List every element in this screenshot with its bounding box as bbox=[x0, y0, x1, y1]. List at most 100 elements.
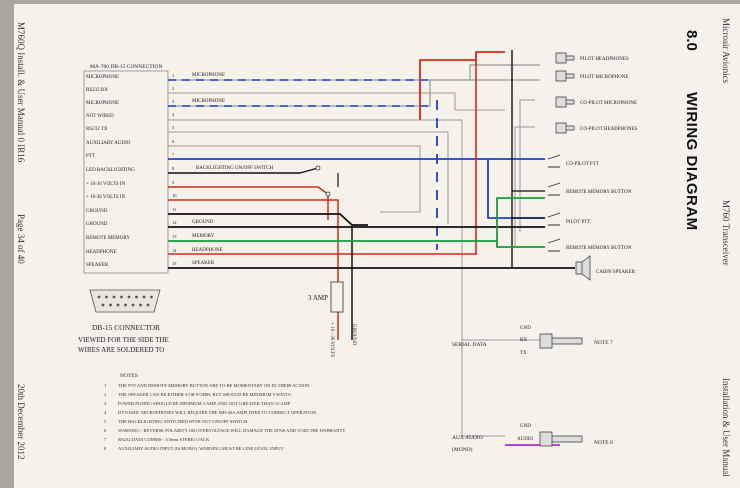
copilot-headphones-icon bbox=[555, 122, 575, 134]
pin-label: MICROPHONE bbox=[86, 101, 119, 106]
note-number: 2 bbox=[104, 392, 107, 397]
pin-number: 13 bbox=[172, 234, 177, 239]
aux-mono-label: (MONO) bbox=[452, 446, 473, 453]
db15-pin bbox=[101, 303, 105, 307]
wire-label: MEMORY bbox=[192, 234, 215, 239]
volts-wire bbox=[168, 186, 329, 220]
db15-note-2: WIRES ARE SOLDERED TO bbox=[78, 346, 164, 354]
copilot-microphone-label: CO-PILOT MICROPHONE bbox=[580, 101, 637, 106]
db15-pin bbox=[116, 303, 120, 307]
wire-label: BACKLIGHTING ON/OFF SWITCH bbox=[196, 166, 274, 171]
manual-page bbox=[14, 4, 740, 488]
aux-jack-icon bbox=[539, 431, 583, 447]
pin-label: LED BACKLIGHTING bbox=[86, 168, 135, 173]
pin-number: 2 bbox=[172, 86, 174, 91]
db15-pin bbox=[146, 303, 150, 307]
copilot-microphone-icon bbox=[555, 96, 575, 108]
pin-label: SPEAKER bbox=[86, 263, 109, 268]
ground-wire bbox=[168, 213, 368, 226]
db15-pin bbox=[135, 295, 138, 299]
db15-pin bbox=[124, 303, 127, 307]
pilot-microphone-label: PILOT MICROPHONE bbox=[580, 75, 628, 80]
note-text: THE BACKLIGHTING SWITCHED WITH OUT ON/OF… bbox=[118, 419, 248, 424]
wire-label: SPEAKER bbox=[192, 261, 215, 266]
db15-pin bbox=[97, 295, 101, 299]
db15-pin bbox=[139, 303, 142, 307]
db15-note-1: VIEWED FOR THE SIDE THE bbox=[78, 336, 169, 344]
cabin-speaker-label: CABIN SPEAKER bbox=[596, 270, 636, 275]
note-text: POWER FUSING SHOULD BE MINIMUM 3 AMP, AN… bbox=[118, 401, 291, 407]
pin-number: 1 bbox=[172, 73, 174, 78]
pilot-ptt-icon bbox=[547, 212, 561, 226]
note-text: RS232 DATA COMMS - 3.5mm STEREO JACK bbox=[118, 437, 210, 442]
memory-wire bbox=[496, 241, 545, 248]
notes-title: NOTES bbox=[120, 373, 138, 379]
note-text: AUXILIARY AUDIO INPUT (IS MONO). WARNING… bbox=[118, 446, 284, 451]
pilot-headphones-label: PILOT HEADPHONES bbox=[580, 57, 629, 62]
pin-label: RS232 RX bbox=[86, 88, 108, 93]
db15-pin bbox=[112, 295, 116, 299]
pin-number: 7 bbox=[172, 152, 175, 157]
remote-memory-button-icon bbox=[547, 238, 561, 252]
pin-label: REMOTE MEMORY bbox=[86, 236, 130, 241]
rs232-tx-wire bbox=[168, 131, 449, 224]
connector-title: MA-760 DB-15 CONNECTION bbox=[90, 64, 162, 70]
fuse-label: 3 AMP bbox=[308, 294, 328, 302]
pin-label: PTT bbox=[86, 154, 95, 159]
pilot-headphones-icon bbox=[555, 52, 575, 64]
db15-pin bbox=[105, 295, 108, 299]
note-text: WARNING - REVERSE POLARITY OR OVERVOLTAG… bbox=[118, 428, 346, 433]
pin-number: 3 bbox=[172, 99, 175, 104]
aux-audio-label: AUX AUDIO bbox=[452, 435, 483, 441]
pilot-ptt-label: PILOT PTT bbox=[566, 220, 590, 225]
connector-box bbox=[83, 70, 169, 274]
note-number: 6 bbox=[104, 428, 107, 433]
pin-label: + 10-36 VOLTS IN bbox=[86, 182, 125, 187]
aux-gnd-label: GND bbox=[520, 424, 531, 429]
copilot-ptt-label: CO-PILOT PTT bbox=[566, 162, 599, 167]
pin-number: 14 bbox=[172, 248, 177, 253]
cabin-speaker-icon bbox=[575, 255, 591, 281]
db15-pin bbox=[127, 295, 131, 299]
serial-data-label: SERIAL DATA bbox=[452, 342, 487, 348]
wire-label: HEADPHONE bbox=[192, 248, 223, 253]
copilot-mic-wire bbox=[519, 99, 535, 232]
db15-pin bbox=[120, 295, 123, 299]
devices: PILOT HEADPHONES PILOT MICROPHONE CO-PILOT… bbox=[315, 52, 637, 447]
note-number: 1 bbox=[104, 383, 107, 388]
note-number: 5 bbox=[104, 419, 107, 424]
pin-label: MICROPHONE bbox=[86, 75, 119, 80]
db15-connector-icon bbox=[89, 289, 161, 313]
pin-label: NOT WIRED bbox=[86, 114, 114, 119]
aux-audio-pin-label: AUDIO bbox=[517, 437, 533, 442]
db15-pin bbox=[109, 303, 112, 307]
note7-label: NOTE 7 bbox=[594, 340, 613, 346]
wire-label: MICROPHONE bbox=[192, 99, 225, 104]
switch-contact-icon bbox=[325, 191, 331, 197]
aux-wire bbox=[461, 340, 505, 437]
pin-number: 8 bbox=[172, 166, 175, 171]
pin-label: AUXILIARY AUDIO bbox=[86, 141, 131, 146]
switch-contact-icon bbox=[315, 165, 321, 171]
pin-number: 15 bbox=[172, 261, 177, 266]
remote-memory-button-label: REMOTE MEMORY BUTTON bbox=[566, 246, 632, 251]
db15-caption: DB-15 CONNECTOR bbox=[92, 323, 160, 332]
pin-number: 5 bbox=[172, 125, 175, 130]
db15-pin bbox=[150, 295, 153, 299]
pin-label: RS232 TX bbox=[86, 127, 108, 132]
rs232-rx-wire bbox=[168, 92, 505, 111]
remote-memory-button-label: REMOTE MEMORY BUTTON bbox=[566, 190, 632, 195]
wire-label: GROUND bbox=[192, 220, 214, 225]
copilot-ptt-icon bbox=[547, 154, 561, 168]
wire-label: MICROPHONE bbox=[192, 73, 225, 78]
serial-jack-icon bbox=[539, 333, 583, 349]
fuse-symbol bbox=[330, 281, 344, 313]
pin-number: 4 bbox=[172, 112, 175, 117]
pin-label: GROUND bbox=[86, 222, 108, 227]
serial-rx-label: RX bbox=[520, 338, 527, 343]
serial-gnd-label: GND bbox=[520, 326, 531, 331]
note-number: 3 bbox=[104, 401, 107, 406]
pin-number: 6 bbox=[172, 139, 175, 144]
note8-label: NOTE 8 bbox=[594, 440, 613, 446]
